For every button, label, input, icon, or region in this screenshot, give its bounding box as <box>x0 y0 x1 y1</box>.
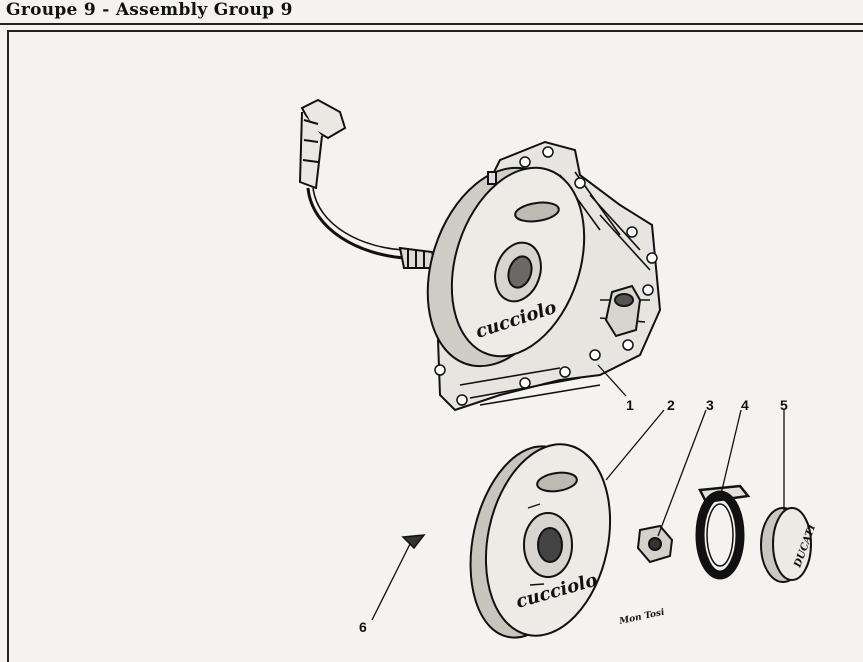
part-6-woodruff-key <box>401 534 426 550</box>
callout-2: 2 <box>667 397 675 413</box>
callout-5: 5 <box>780 397 788 413</box>
part-2-flywheel-cover <box>469 443 612 639</box>
part-4-lock-washer <box>695 484 751 580</box>
page-title: Groupe 9 - Assembly Group 9 <box>6 0 293 20</box>
part-5-ducati-cap <box>760 507 812 583</box>
leader-lines <box>371 364 785 621</box>
callout-6: 6 <box>359 619 367 635</box>
diagram-frame <box>7 30 863 662</box>
title-rule <box>0 23 863 25</box>
callout-4: 4 <box>741 397 749 413</box>
callout-3: 3 <box>706 397 714 413</box>
callout-1: 1 <box>626 397 634 413</box>
part-3-nut <box>636 524 674 564</box>
assembled-magneto-unit <box>298 98 662 412</box>
cover-bolts <box>434 146 658 406</box>
spark-plug-cap <box>298 98 347 190</box>
ht-cable <box>306 187 406 260</box>
artist-signature: Mon Tosi <box>618 608 666 628</box>
